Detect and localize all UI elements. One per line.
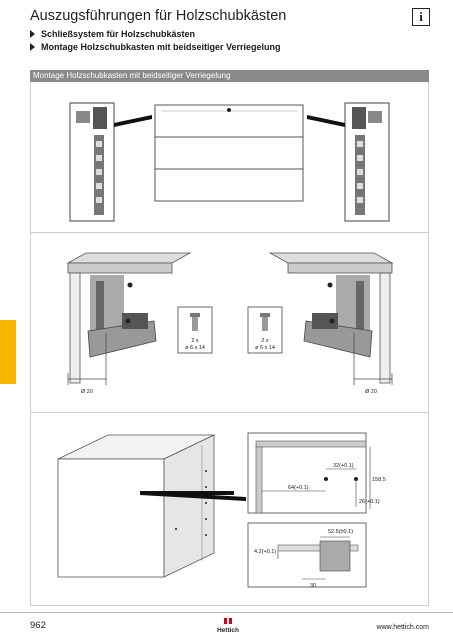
bullet-item-2: Montage Holzschubkasten mit beidseitiger…	[30, 42, 281, 52]
right-screw-callout: 2 x ø 6 x 14	[247, 306, 283, 354]
triangle-bullet-icon	[30, 43, 35, 51]
info-icon[interactable]: i	[412, 8, 430, 26]
dimension-52-5: 52.5(±0.1)	[328, 529, 353, 535]
figure-front-view	[69, 102, 390, 222]
section-frame	[30, 82, 429, 606]
chapter-tab	[0, 320, 16, 384]
bullet-item-1: Schließsystem für Holzschubkästen	[30, 29, 195, 39]
footer-rule	[0, 612, 453, 613]
right-ref-dimension: Ø 20	[365, 389, 377, 395]
left-mounting-drawing: Ø 20	[66, 252, 192, 395]
dimension-64: 64(+0.1)	[288, 485, 309, 491]
divider-1	[30, 232, 429, 233]
left-lock-detail	[69, 102, 152, 222]
dimension-30: 30	[310, 583, 316, 589]
triangle-bullet-icon	[30, 30, 35, 38]
figure-dimensions: 64(+0.1) 32(+0.1) 158.5 26(+0.1) 52.5(±0…	[57, 432, 386, 589]
bullet-text-1: Schließsystem für Holzschubkästen	[41, 29, 196, 39]
svg-text:Hettich: Hettich	[217, 627, 239, 634]
bullet-text-2: Montage Holzschubkasten mit beidseitiger…	[41, 42, 281, 52]
lock-height-detail: 52.5(±0.1) 4.2(+0.1) 30	[247, 522, 367, 589]
left-ref-dimension: Ø 20	[81, 389, 93, 395]
dimension-4-2: 4.2(+0.1)	[254, 549, 276, 555]
cabinet-drawers	[154, 104, 304, 202]
lock-cylinder-icon	[227, 108, 231, 112]
page-title: Auszugsführungen für Holzschubkästen	[30, 8, 287, 24]
cabinet-carcass	[57, 434, 246, 578]
dimension-32: 32(+0.1)	[333, 463, 354, 469]
right-screw-qty: 2 x	[261, 338, 269, 344]
dimension-26: 26(+0.1)	[359, 499, 380, 505]
lock-position-detail: 64(+0.1) 32(+0.1) 158.5 26(+0.1)	[247, 432, 386, 514]
hettich-logo: Hettich	[217, 618, 239, 634]
figure-mounting-view: Ø 20 2 x ø 6 x 14 2 x ø 6 x 14 Ø 20	[66, 252, 394, 395]
left-screw-callout: 2 x ø 6 x 14	[177, 306, 213, 354]
right-lock-detail	[307, 102, 390, 222]
left-screw-qty: 2 x	[191, 338, 199, 344]
divider-2	[30, 412, 429, 413]
footer-url[interactable]: www.hettich.com	[376, 624, 429, 631]
right-mounting-drawing: Ø 20	[268, 252, 394, 395]
section-title-bar: Montage Holzschubkasten mit beidseitiger…	[30, 70, 429, 82]
page-number: 962	[30, 620, 46, 631]
left-screw-size: ø 6 x 14	[185, 345, 205, 351]
right-screw-size: ø 6 x 14	[255, 345, 275, 351]
dimension-158-5: 158.5	[372, 477, 386, 483]
